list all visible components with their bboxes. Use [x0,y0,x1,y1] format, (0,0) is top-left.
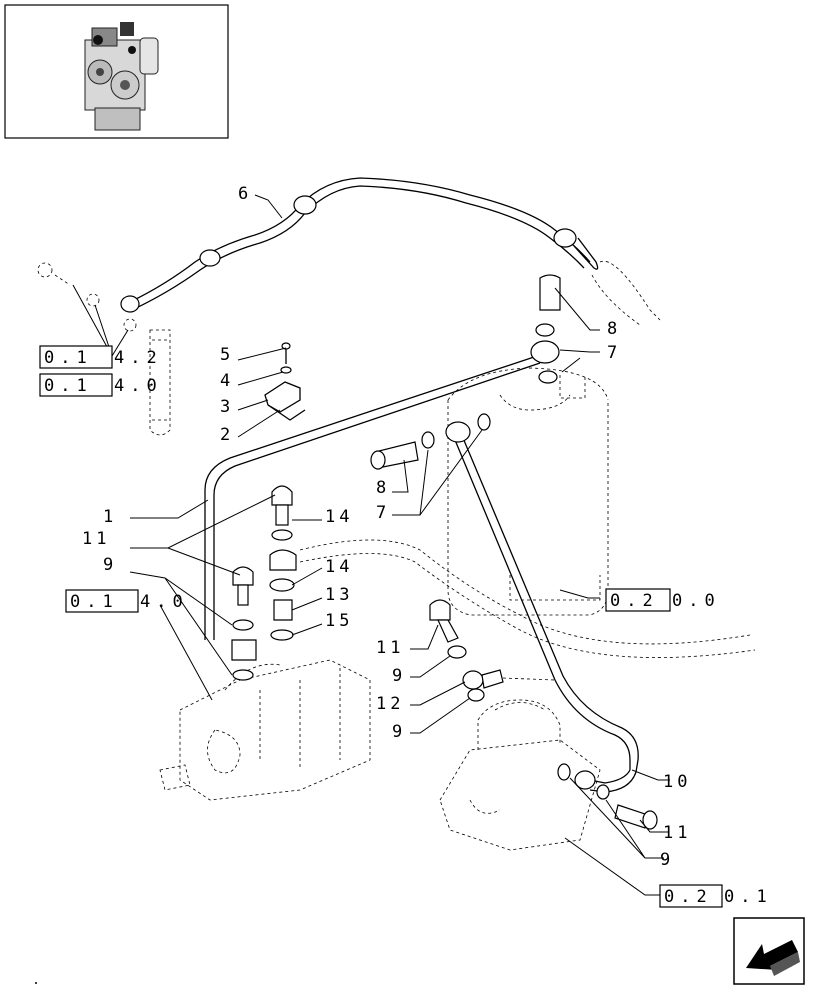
callout-7-lower: 7 [376,503,390,523]
engine-thumbnail-icon [84,22,159,131]
callout-2: 2 [220,425,234,445]
back-arrow-icon [746,940,800,976]
callout-7-top: 7 [607,343,621,363]
injection-pump-outline [159,659,371,801]
pipe-6-leak-off-line [120,177,599,313]
ref-0-14-0-upper-box-text: 0.1 [44,376,93,396]
callout-8-top: 8 [607,319,621,339]
ref-0-14-2-box-text: 0.1 [44,348,93,368]
callout-1: 1 [103,507,117,527]
callout-9-left: 9 [103,555,117,575]
corner-dot [35,982,37,984]
ref-0-20-0[interactable]: 0.2 0.0 [605,588,721,612]
callout-13: 13 [325,585,353,605]
callout-11-right: 11 [663,823,691,843]
bleed-fittings [231,485,504,702]
ref-0-14-0-lower[interactable]: 0.1 4.0 [65,589,189,613]
pipe-1-fuel-line [204,274,561,640]
clamp-assembly [264,342,306,421]
injector-washers-outline [37,262,137,332]
ref-0-20-1-tail-text: 0.1 [724,887,773,907]
callout-9-mid-lower: 9 [392,722,406,742]
callout-10: 10 [663,772,691,792]
callout-15: 15 [325,611,353,631]
callout-14-lower: 14 [325,557,353,577]
fuel-filter-outline [447,367,609,616]
ref-0-20-0-box-text: 0.2 [610,591,659,611]
ref-0-14-0-upper-tail-text: 4.0 [114,376,163,396]
back-navigation-button[interactable] [733,917,805,985]
return-hose-outline [299,260,756,658]
callout-6: 6 [238,184,252,204]
injector-outline [149,329,171,436]
ref-0-14-0-lower-box-text: 0.1 [70,592,119,612]
callout-9-right: 9 [660,850,674,870]
pipe-10-fuel-line [370,413,658,830]
ref-0-20-0-tail-text: 0.0 [672,591,721,611]
ref-0-14-0-upper[interactable]: 0.1 4.0 [39,373,163,397]
callout-4: 4 [220,371,234,391]
callout-9-mid: 9 [392,666,406,686]
leader-lines [72,194,670,896]
lift-pump-outline [439,699,601,851]
ref-0-14-0-lower-tail-text: 4.0 [140,592,189,612]
callout-12: 12 [376,694,404,714]
callout-5: 5 [220,345,234,365]
ref-0-20-1[interactable]: 0.2 0.1 [659,884,773,908]
ref-0-14-2-tail-text: 4.2 [114,348,163,368]
callout-14-upper: 14 [325,507,353,527]
engine-thumbnail[interactable] [4,4,229,139]
callout-11-mid: 11 [376,638,404,658]
callout-3: 3 [220,397,234,417]
callout-labels: 6 8 7 5 4 3 2 8 7 1 14 11 9 14 13 15 11 … [82,184,691,870]
ref-0-20-1-box-text: 0.2 [664,887,713,907]
callout-8-lower: 8 [376,478,390,498]
callout-11-left: 11 [82,529,110,549]
ref-0-14-2[interactable]: 0.1 4.2 [39,345,163,369]
